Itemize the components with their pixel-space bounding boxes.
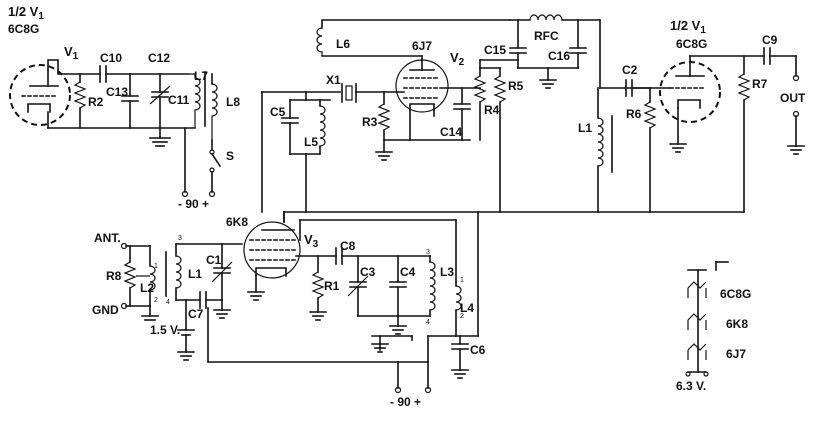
v1-right-label: 1/2 V1 [670, 18, 706, 36]
v1-top-left-label: 1/2 V1 [8, 4, 44, 22]
out-label: OUT [780, 91, 806, 105]
l1-top-label: L1 [578, 121, 592, 135]
v15-label: 1.5 V. [150, 323, 180, 337]
legend-6c8g: 6C8G [720, 287, 751, 301]
pin1-l2: 1 [154, 263, 158, 270]
r4-label: R4 [484, 103, 500, 117]
c9-label: C9 [762, 33, 778, 47]
c10-label: C10 [100, 51, 122, 65]
v2-tag: V2 [450, 50, 465, 68]
l8-label: L8 [226, 95, 240, 109]
c1-label: C1 [206, 253, 222, 267]
c3-label: C3 [360, 265, 376, 279]
v1-left-tag: V1 [64, 44, 79, 62]
r8-label: R8 [106, 269, 122, 283]
r5-label: R5 [508, 79, 524, 93]
v1-right-type: 6C8G [676, 37, 707, 51]
c8-label: C8 [340, 239, 356, 253]
c2-label: C2 [622, 63, 638, 77]
v3-tag: V3 [304, 232, 319, 250]
v1-top-left-type: 6C8G [8, 22, 39, 36]
c11-label: C11 [168, 93, 190, 107]
gnd-label: GND [92, 303, 119, 317]
c14-label: C14 [440, 125, 462, 139]
pin2-l2: 2 [154, 297, 158, 304]
l7-label: L7 [194, 69, 208, 83]
r6-label: R6 [626, 107, 642, 121]
c6-label: C6 [470, 343, 486, 357]
pin3-l1: 3 [178, 235, 182, 242]
pin4-l1: 4 [166, 299, 170, 306]
legend-6k8: 6K8 [726, 317, 748, 331]
rfc-label: RFC [534, 29, 559, 43]
c4-label: C4 [400, 265, 416, 279]
c15-label: C15 [484, 43, 506, 57]
pin2-l4: 2 [460, 313, 464, 320]
v2-tube [395, 59, 449, 113]
v1-left-tube [9, 64, 71, 126]
l5-label: L5 [304, 135, 318, 149]
c12-label: C12 [148, 51, 170, 65]
v63-label: 6.3 V. [676, 379, 706, 393]
v1-right-tube [659, 61, 721, 123]
l6-label: L6 [336, 37, 350, 51]
c13-label: C13 [106, 85, 128, 99]
pin1-l4: 1 [460, 277, 464, 284]
pin3-l3: 3 [426, 249, 430, 256]
r7-label: R7 [752, 77, 768, 91]
x1-label: X1 [326, 73, 341, 87]
c5-label: C5 [270, 105, 286, 119]
v3-tube [243, 211, 301, 279]
c16-label: C16 [548, 49, 570, 63]
legend-6j7: 6J7 [726, 347, 746, 361]
r2-label: R2 [88, 95, 104, 109]
c7-label: C7 [188, 307, 204, 321]
l2-label: L2 [140, 281, 154, 295]
r3-label: R3 [362, 115, 378, 129]
minus90-a-label: - 90 + [178, 197, 209, 211]
v2-type-label: 6J7 [412, 39, 432, 53]
s-label: S [226, 149, 234, 163]
l1-label: L1 [188, 267, 202, 281]
r1-label: R1 [324, 279, 340, 293]
minus90-b-label: - 90 + [390, 395, 421, 409]
pin4-l3: 4 [426, 319, 430, 326]
l3-label: L3 [440, 265, 454, 279]
v3-type-label: 6K8 [226, 215, 248, 229]
ant-label: ANT. [94, 231, 121, 245]
l4-label: L4 [460, 301, 474, 315]
